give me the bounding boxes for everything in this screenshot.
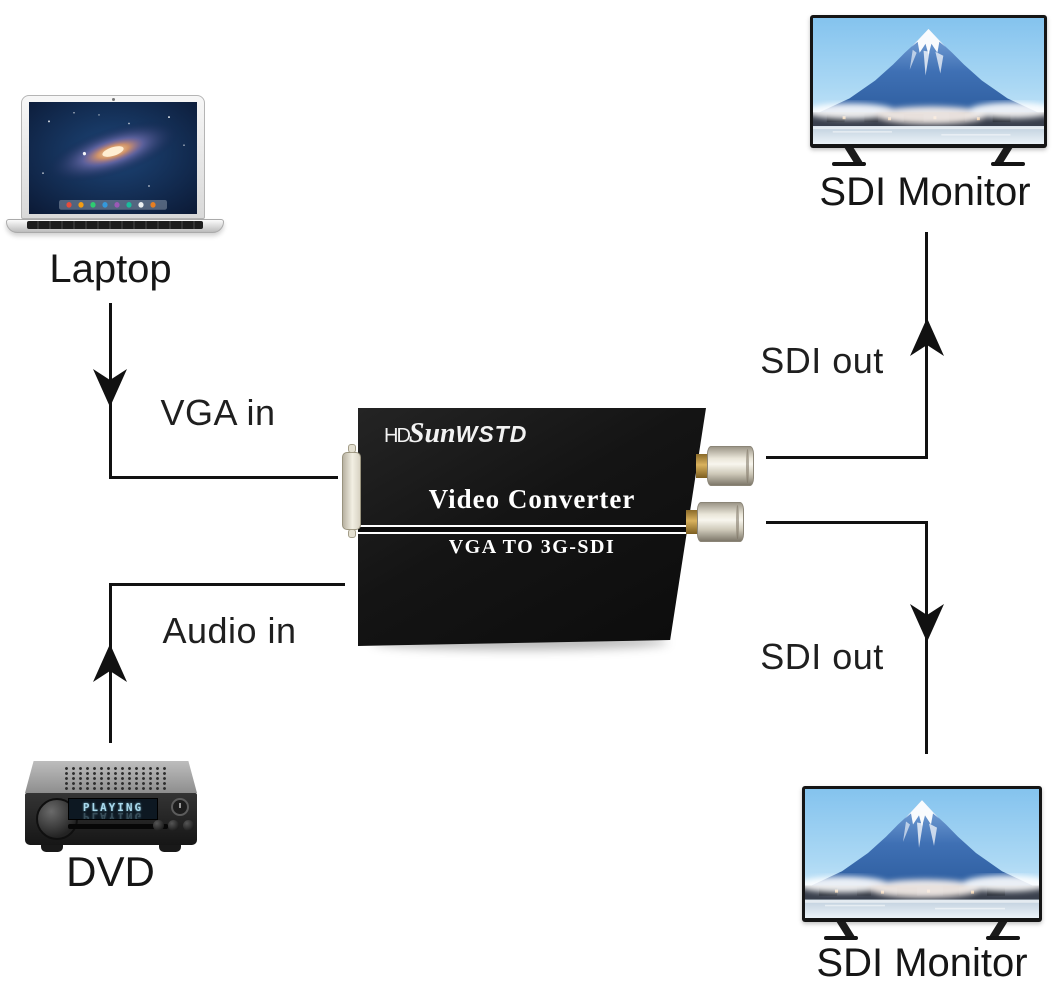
laptop-screen <box>29 102 197 214</box>
sdi-out-bottom-line-horizontal <box>766 521 928 524</box>
dvd-display: PLAYING PLAYING <box>68 798 158 820</box>
dvd-foot-left <box>41 845 63 852</box>
bnc-2-brass-nut <box>686 510 699 534</box>
dvd-disc-slot <box>68 824 168 829</box>
galaxy-wallpaper <box>29 102 197 214</box>
vga-in-line-horizontal <box>109 476 338 479</box>
tv-foot-pad-left <box>832 162 866 166</box>
sdi-monitor-top-illustration <box>810 15 1047 167</box>
arrowhead-down-icon <box>910 604 944 642</box>
vga-in-label: VGA in <box>160 392 276 433</box>
arrowhead-down-icon <box>93 369 127 407</box>
laptop-label: Laptop <box>49 247 172 291</box>
bnc-1-brass-nut <box>696 454 709 478</box>
bnc-2-barrel <box>697 502 744 542</box>
tv-foot-pad-left <box>824 936 858 940</box>
laptop-illustration <box>6 95 224 237</box>
dvd-button-1 <box>153 820 164 831</box>
laptop-lid <box>21 95 205 219</box>
brand-prefix: HD <box>384 425 411 447</box>
converter-subtitle: VGA TO 3G-SDI <box>448 536 616 558</box>
dvd-foot-right <box>159 845 181 852</box>
vga-screw-bottom <box>348 529 356 538</box>
dvd-button-2 <box>168 820 179 831</box>
bnc-connector-2 <box>686 502 746 542</box>
sdi-out-top-line-vertical <box>925 232 928 459</box>
dvd-vent-grille <box>63 766 167 790</box>
brand-script: Sun <box>408 418 456 449</box>
laptop-base <box>6 219 224 233</box>
bnc-1-barrel <box>707 446 754 486</box>
dvd-display-text: PLAYING <box>82 801 144 814</box>
converter-brand-logo: HDSunWSTD <box>384 418 527 450</box>
brand-suffix: WSTD <box>455 421 528 447</box>
laptop-webcam-dot <box>112 98 115 101</box>
sdi-monitor-bottom-illustration <box>802 786 1042 940</box>
converter-box: HDSunWSTD Video Converter VGA TO 3G-SDI <box>358 408 706 646</box>
dvd-power-button <box>171 798 189 816</box>
bnc-connector-1 <box>696 446 756 486</box>
audio-in-label: Audio in <box>162 610 297 651</box>
sdi-out-top-line-horizontal <box>766 456 928 459</box>
dvd-front-panel: PLAYING PLAYING <box>25 793 197 845</box>
laptop-keyboard <box>27 221 203 229</box>
tv-frame <box>810 15 1047 148</box>
dvd-top-panel <box>25 761 197 793</box>
sdi-monitor-top-label: SDI Monitor <box>819 170 1031 214</box>
dvd-button-3 <box>183 820 194 831</box>
dvd-player-illustration: PLAYING PLAYING <box>25 761 197 853</box>
sdi-monitor-bottom-label: SDI Monitor <box>816 941 1028 985</box>
sdi-out-top-label: SDI out <box>760 340 884 381</box>
dvd-label: DVD <box>66 848 155 895</box>
converter-separator-line <box>358 525 706 534</box>
sdi-out-bottom-label: SDI out <box>760 636 884 677</box>
vga-port <box>342 444 361 538</box>
vga-screw-top <box>348 444 356 453</box>
tv-foot-pad-right <box>991 162 1025 166</box>
audio-in-line-horizontal <box>109 583 345 586</box>
fuji-screen-image <box>813 18 1044 144</box>
arrowhead-up-icon <box>910 318 944 356</box>
tv-foot-pad-right <box>986 936 1020 940</box>
fuji-screen-image <box>805 789 1039 918</box>
tv-frame <box>802 786 1042 922</box>
arrowhead-up-icon <box>93 644 127 682</box>
dvd-display-reflection: PLAYING <box>82 810 144 820</box>
converter-title: Video Converter <box>428 484 636 514</box>
